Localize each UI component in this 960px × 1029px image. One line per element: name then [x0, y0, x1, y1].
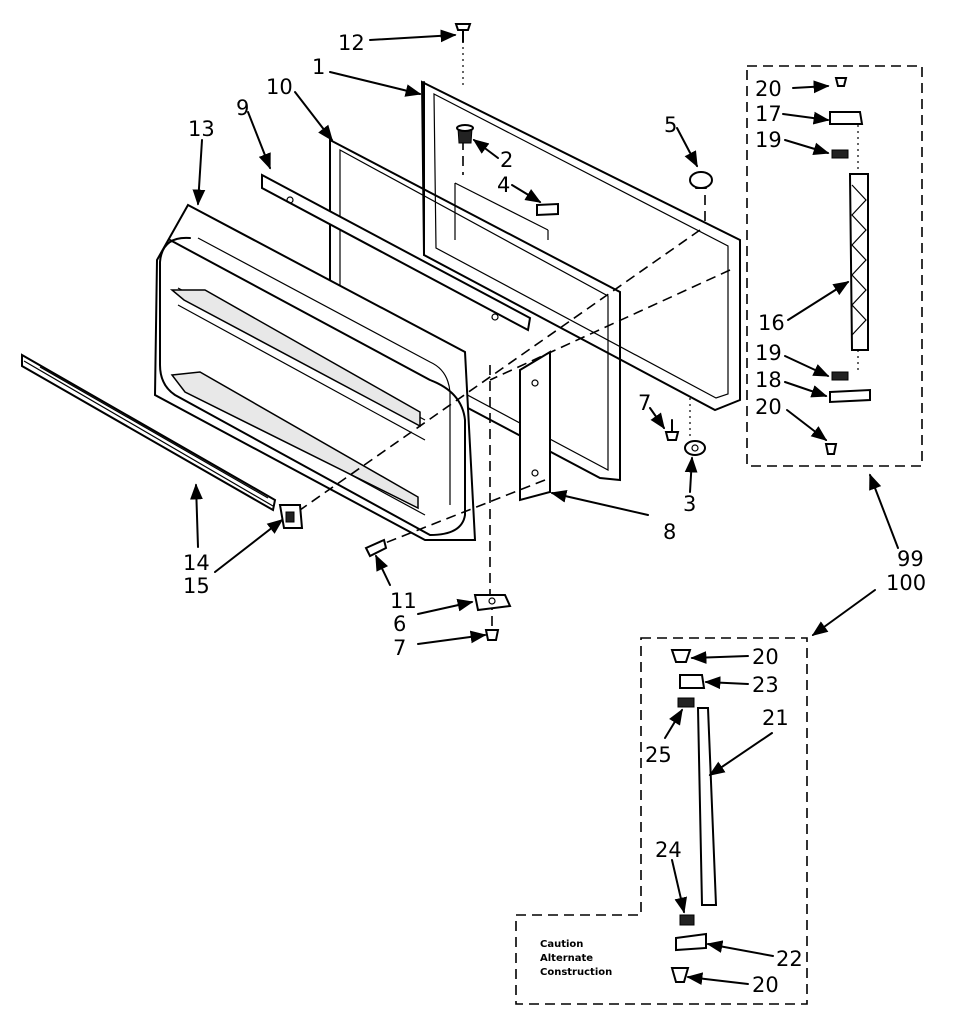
screw-7-lower — [484, 629, 500, 641]
callout-6: 6 — [393, 612, 406, 636]
callout-14: 14 — [183, 551, 210, 575]
callout-1: 1 — [312, 55, 325, 79]
callout-7-upper: 7 — [638, 391, 651, 415]
callout-4: 4 — [497, 173, 510, 197]
callout-18: 18 — [755, 368, 782, 392]
callout-5: 5 — [664, 113, 677, 137]
hinge-plate-6 — [473, 594, 512, 612]
callout-15: 15 — [183, 574, 210, 598]
plug-2 — [456, 124, 474, 144]
callout-99: 99 — [897, 547, 924, 571]
callout-2: 2 — [500, 148, 513, 172]
inset-box-upper — [746, 65, 923, 467]
callout-20-a: 20 — [755, 77, 782, 101]
callout-16: 16 — [758, 311, 785, 335]
callout-19-a: 19 — [755, 128, 782, 152]
callout-7-lower: 7 — [393, 636, 406, 660]
screw-11 — [364, 538, 388, 558]
callout-25: 25 — [645, 743, 672, 767]
callout-20-d: 20 — [752, 973, 779, 997]
trim-strip — [261, 173, 532, 332]
callout-20-b: 20 — [755, 395, 782, 419]
callout-20-c: 20 — [752, 645, 779, 669]
inset-box-lower — [515, 637, 808, 1005]
caution-note-line-1: Caution — [540, 939, 583, 950]
callout-9: 9 — [236, 96, 249, 120]
callout-23: 23 — [752, 673, 779, 697]
callout-24: 24 — [655, 838, 682, 862]
caution-note-line-3: Construction — [540, 967, 612, 978]
callout-8: 8 — [663, 520, 676, 544]
door-liner — [153, 203, 477, 541]
caution-note-line-2: Alternate — [540, 953, 593, 964]
screw-7-upper — [664, 419, 680, 441]
screw-12 — [454, 23, 472, 43]
door-outer-frame — [420, 80, 741, 412]
callout-100: 100 — [886, 571, 926, 595]
hinge-bracket — [519, 350, 551, 502]
caution-note: Caution Alternate Construction — [540, 939, 612, 978]
callout-11: 11 — [390, 589, 417, 613]
callout-labels: 12 1 10 9 13 2 4 5 7 3 8 14 15 11 6 7 99… — [183, 31, 926, 997]
callout-19-b: 19 — [755, 341, 782, 365]
shelf-rail — [21, 353, 304, 529]
clip-4 — [536, 202, 559, 217]
cap-5 — [689, 171, 713, 189]
callout-10: 10 — [266, 75, 293, 99]
door-inner-panel — [454, 182, 549, 240]
callout-13: 13 — [188, 117, 215, 141]
callout-12: 12 — [338, 31, 365, 55]
callout-17: 17 — [755, 102, 782, 126]
callout-3: 3 — [683, 492, 696, 516]
leader-arrows — [190, 29, 899, 986]
callout-21: 21 — [762, 706, 789, 730]
callout-22: 22 — [776, 947, 803, 971]
bushing-3 — [684, 440, 706, 456]
